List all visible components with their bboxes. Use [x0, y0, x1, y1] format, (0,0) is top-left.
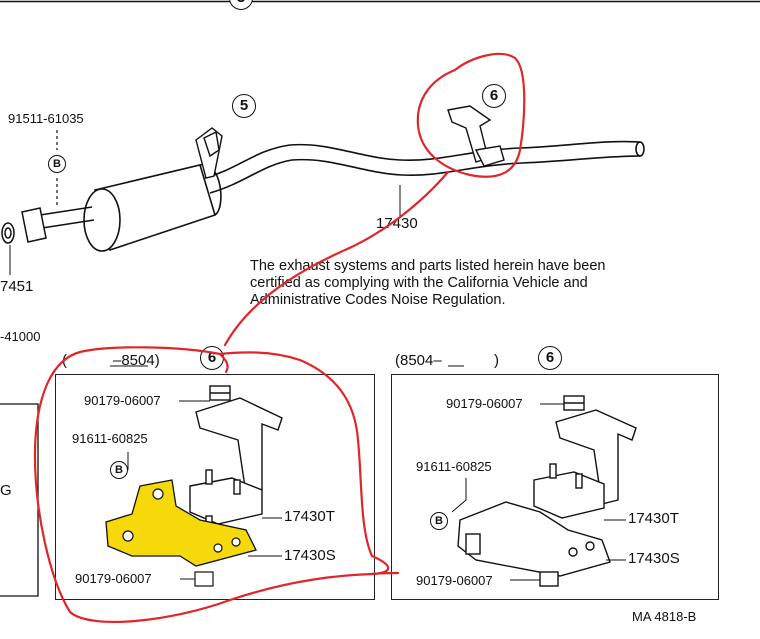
right-callout-b: B: [430, 512, 448, 530]
right-mount-art: [457, 395, 637, 587]
inlet-pipe: [1, 206, 95, 244]
certification-note: The exhaust systems and parts listed her…: [250, 258, 720, 309]
right-leaders: [448, 365, 626, 581]
muffler: [83, 164, 222, 252]
tail-pipe: [204, 140, 645, 194]
callout-5: 5: [232, 94, 256, 118]
right-range-close: ): [494, 352, 499, 369]
callout-b-top: B: [48, 155, 66, 173]
left-bolt-bottom: 90179-06007: [75, 571, 152, 586]
right-bracket-17430s: 17430S: [628, 550, 680, 567]
left-callout-b: B: [110, 461, 128, 479]
left-mount-17430t: 17430T: [284, 508, 335, 525]
left-bracket-17430s: 17430S: [284, 547, 336, 564]
left-callout-6: 6: [200, 346, 224, 370]
part-41000: -41000: [0, 329, 41, 344]
far-left-partial-text: G: [0, 482, 12, 499]
note-line-1: The exhaust systems and parts listed her…: [250, 258, 606, 274]
part-17451: 7451: [0, 278, 34, 295]
part-17430: 17430: [376, 215, 418, 232]
figure-code: MA 4818-B: [632, 609, 697, 624]
right-bolt-top: 90179-06007: [446, 396, 523, 411]
left-bolt-side: 91611-60825: [72, 431, 148, 446]
callout-6-top: 6: [482, 84, 506, 108]
left-range-text: –8504): [113, 352, 160, 369]
hanger-bracket-top: [447, 105, 505, 167]
muffler-hanger: [195, 127, 223, 179]
note-line-2: certified as complying with the Californ…: [250, 275, 588, 291]
right-panel-frame: [391, 374, 719, 600]
part-91511-61035: 91511-61035: [8, 111, 84, 126]
left-bolt-top: 90179-06007: [84, 393, 161, 408]
right-bolt-bottom: 90179-06007: [416, 573, 493, 588]
right-range-text: (8504–: [395, 352, 442, 369]
left-range-open: (: [62, 352, 67, 369]
right-mount-17430t: 17430T: [628, 510, 679, 527]
note-line-3: Administrative Codes Noise Regulation.: [250, 292, 506, 308]
right-bolt-side: 91611-60825: [416, 459, 492, 474]
far-left-panel: [0, 403, 39, 597]
right-callout-6: 6: [538, 346, 562, 370]
